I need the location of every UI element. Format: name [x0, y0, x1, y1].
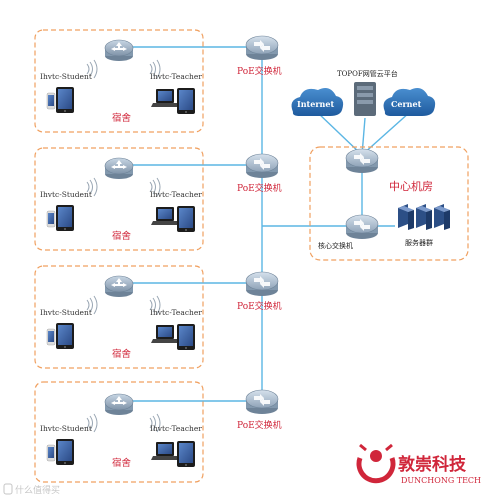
teacher-devices: [151, 88, 195, 114]
ssid-student-label: Ihvtc-Student: [40, 424, 92, 433]
phone-icon: [46, 92, 56, 110]
tablet-icon: [56, 439, 74, 465]
phone-icon: [46, 210, 56, 228]
tablet-icon: [177, 324, 195, 350]
switch-icon: [245, 153, 279, 179]
tablet-icon: [56, 323, 74, 349]
teacher-devices: [151, 324, 195, 350]
poe-switch-1: PoE交换机: [237, 35, 282, 77]
poe-switch-3: PoE交换机: [237, 271, 282, 312]
laptop-icon: [151, 442, 179, 460]
ssid-teacher-label: Ihvtc-Teacher: [150, 424, 202, 433]
server-icon: [398, 204, 414, 230]
ssid-student-label: Ihvtc-Student: [40, 72, 92, 81]
dorm-box-4: Ihvtc-Student Ihvtc-Teacher 宿舍: [34, 381, 204, 483]
poe-switch-label: PoE交换机: [237, 182, 282, 194]
tablet-icon: [177, 206, 195, 232]
cernet-cloud: Cernet: [383, 88, 436, 116]
dorm-box-3: Ihvtc-Student Ihvtc-Teacher 宿舍: [34, 265, 204, 369]
ssid-teacher-label: Ihvtc-Teacher: [150, 308, 202, 317]
link-router-to-internet: [316, 111, 363, 156]
switch-icon: [245, 389, 279, 415]
poe-switch-label: PoE交换机: [237, 300, 282, 312]
poe-switch-4: PoE交换机: [237, 389, 282, 431]
brand-name-cn: 敦崇科技: [398, 454, 467, 475]
poe-switch-2: PoE交换机: [237, 153, 282, 194]
laptop-icon: [151, 89, 179, 107]
watermark: 什么值得买: [3, 483, 60, 496]
teacher-devices: [151, 206, 195, 232]
cloud-platform-server: [354, 82, 376, 116]
internet-cloud: Internet: [291, 88, 344, 116]
tablet-icon: [177, 441, 195, 467]
logo-mark-icon: [356, 457, 396, 484]
tablet-icon: [177, 88, 195, 114]
tablet-icon: [56, 205, 74, 231]
server-icon: [354, 82, 376, 116]
switch-icon: [245, 271, 279, 297]
phone-icon: [46, 444, 56, 462]
link-router-to-cernet: [361, 111, 411, 156]
laptop-icon: [151, 325, 179, 343]
teacher-devices: [151, 441, 195, 467]
laptop-icon: [151, 207, 179, 225]
core-switch-icon: [345, 214, 379, 240]
ssid-teacher-label: Ihvtc-Teacher: [150, 72, 202, 81]
trunk-links: [128, 46, 411, 402]
ssid-teacher-label: Ihvtc-Teacher: [150, 190, 202, 199]
brand-logo: 敦崇科技 DUNCHONG TECH: [356, 443, 481, 485]
dorm-box-2: Ihvtc-Student Ihvtc-Teacher 宿舍: [34, 147, 204, 251]
dorm-box-1: Ihvtc-Student Ihvtc-Teacher 宿舍: [34, 29, 204, 133]
cloud-icon: [291, 88, 344, 116]
cloud-icon: [383, 88, 436, 116]
cloud-label: Internet: [297, 99, 334, 109]
student-devices: [46, 323, 74, 349]
student-devices: [46, 205, 74, 231]
phone-icon: [46, 328, 56, 346]
brand-name-en: DUNCHONG TECH: [401, 476, 481, 485]
server-cluster-label: 服务器群: [405, 238, 433, 247]
poe-switch-label: PoE交换机: [237, 65, 282, 77]
cloud-label: Cernet: [391, 99, 422, 109]
dorm-label: 宿舍: [112, 112, 132, 124]
core-switch-label: 核心交换机: [318, 241, 353, 250]
platform-label: TOPOF网管云平台: [337, 69, 398, 78]
server-icon: [434, 204, 450, 230]
server-cluster: [398, 204, 450, 230]
dorm-label: 宿舍: [112, 348, 132, 360]
student-devices: [46, 439, 74, 465]
datacenter-box: 中心机房 核心交换机 服务器群: [309, 146, 469, 261]
ssid-student-label: Ihvtc-Student: [40, 308, 92, 317]
ssid-student-label: Ihvtc-Student: [40, 190, 92, 199]
switch-icon: [245, 35, 279, 61]
tablet-icon: [56, 87, 74, 113]
router-icon: [345, 148, 379, 174]
student-devices: [46, 87, 74, 113]
watermark-text: 什么值得买: [15, 484, 60, 496]
dorm-label: 宿舍: [112, 230, 132, 242]
dorm-label: 宿舍: [112, 457, 132, 469]
server-icon: [416, 204, 432, 230]
datacenter-label: 中心机房: [389, 179, 433, 193]
poe-switch-label: PoE交换机: [237, 419, 282, 431]
